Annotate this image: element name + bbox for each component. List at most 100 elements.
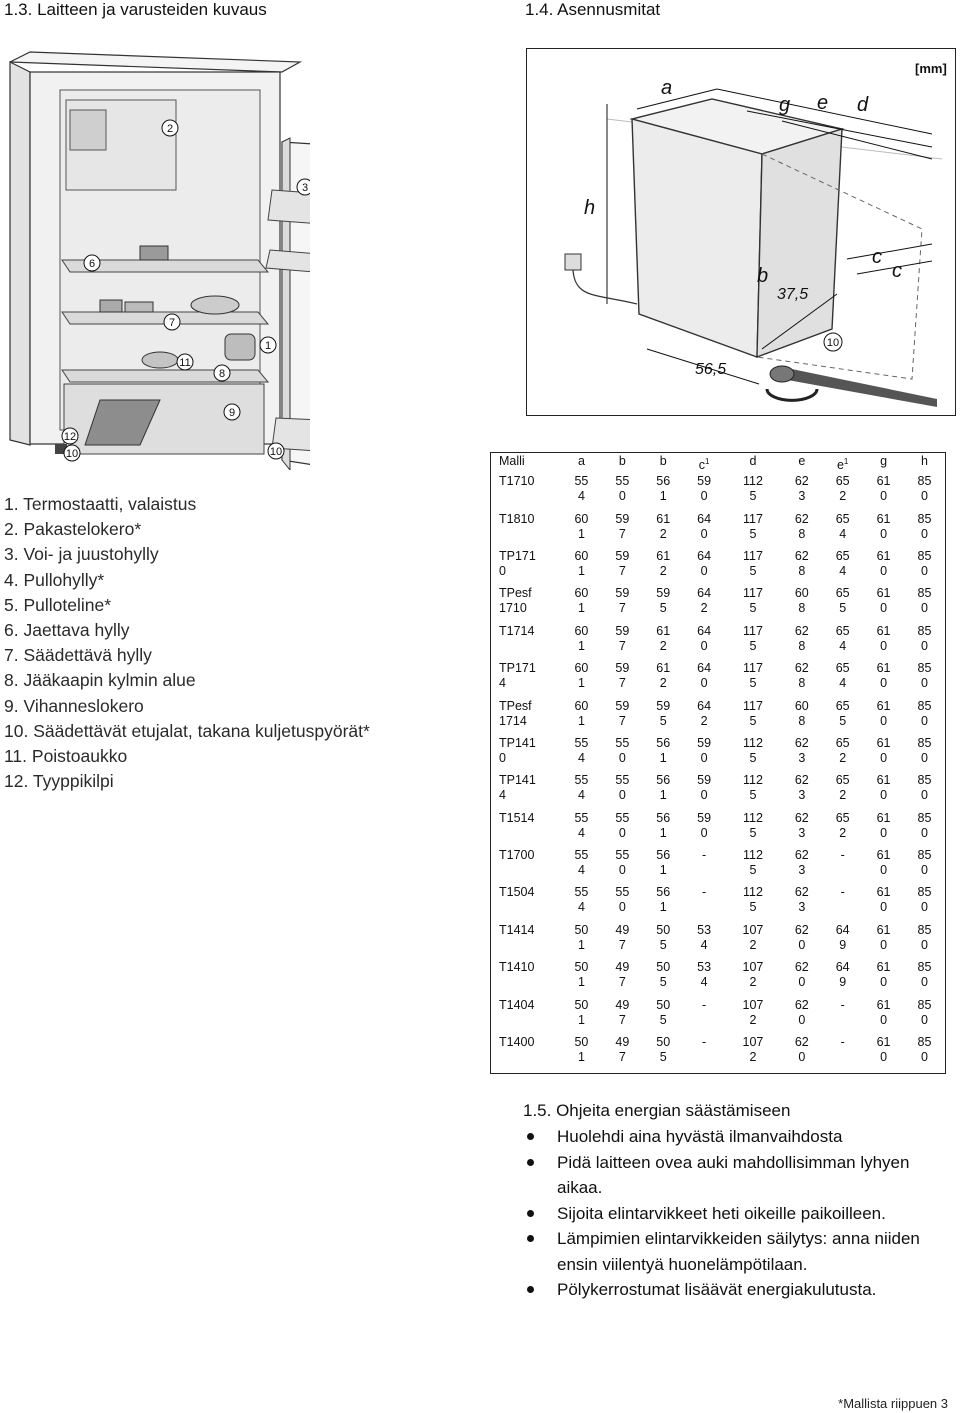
col-header-model: Malli [499,454,525,468]
dim-label-c1: c [892,260,902,282]
legend-item-12: 12. Tyyppikilpi [4,771,114,792]
cell-model: T1400 [499,1035,535,1050]
cell-e1: - [840,1035,845,1050]
energy-tips: Huolehdi aina hyvästä ilmanvaihdosta Pid… [521,1124,941,1303]
legend-item-1: 1. Termostaatti, valaistus [4,494,197,514]
col-header-a: a [577,454,585,468]
legend-item-5: 5. Pulloteline* [4,594,112,615]
callout-10-back: 10 [270,446,282,458]
callout-7: 7 [169,317,175,329]
cell-model: T1414 [499,922,535,937]
legend-item-11: 11. Poistoaukko [4,746,128,767]
cell-model: T1514 [499,810,535,825]
callout-11: 11 [179,357,190,369]
legend-item-3: 3. Voi- ja juustohylly [4,544,159,565]
cell-e1: - [840,997,845,1012]
callout-12: 12 [64,431,76,443]
legend-item-8: 8. Jääkaapin kylmin alue [4,670,196,691]
callout-6: 6 [89,258,95,270]
col-header-g: g [880,454,888,468]
dim-label-a: a [661,77,672,99]
callout-9: 9 [229,407,235,419]
cell-c1: - [702,1035,707,1050]
installation-dimensions-figure: a g e d h c c b 37,5 56,5 10 [mm] [526,48,956,416]
tip-item: Pölykerrostumat lisäävät energiakulutust… [521,1277,941,1303]
cell-model: T1710 [499,474,535,489]
cell-model: T1404 [499,997,535,1012]
tip-item: Pidä laitteen ovea auki mahdollisimman l… [521,1150,941,1201]
legend-item-7: 7. Säädettävä hylly [4,645,152,666]
cell-e1: - [840,848,845,863]
cell-c1: - [702,885,707,900]
callout-3: 3 [302,182,308,194]
